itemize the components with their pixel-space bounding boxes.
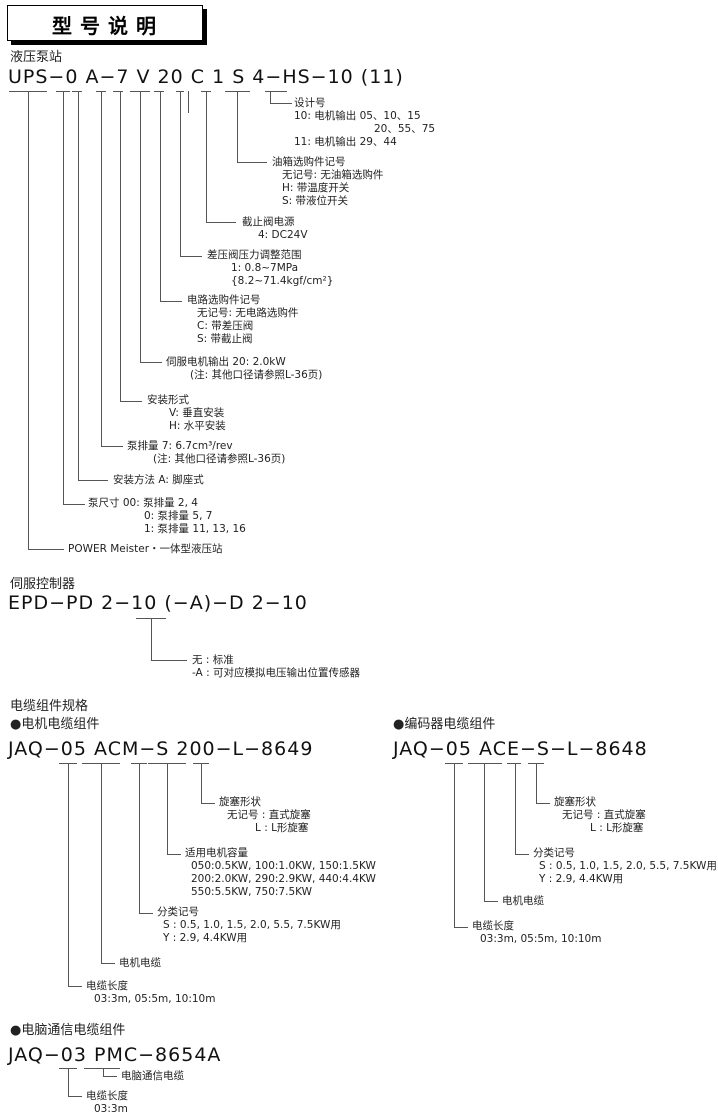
motor-cable-heading: ●电机电缆组件	[10, 717, 100, 732]
epd-section-title: 伺服控制器	[10, 577, 76, 592]
ups-mount-type-note: 安装形式 V: 垂直安装 H: 水平安装	[147, 394, 226, 432]
ups-section-title: 液压泵站	[10, 50, 63, 65]
encoder-cable-code: JAQ−05 ACE−S−L−8648	[393, 738, 648, 760]
epd-model-code: EPD−PD 2−10 (−A)−D 2−10	[8, 592, 308, 614]
cable-section-title: 电缆组件规格	[10, 699, 89, 714]
pc-cable-heading: ●电脑通信电缆组件	[10, 1023, 126, 1038]
motor-connector-note: 旋塞形状 无记号 : 直式旋塞 L : L形旋塞	[219, 796, 311, 834]
motor-cable-code: JAQ−05 ACM−S 200−L−8649	[8, 738, 314, 760]
page-title-box: 型号说明	[7, 5, 203, 41]
motor-class-note: 分类记号 S : 0.5, 1.0, 1.5, 2.0, 5.5, 7.5KW用…	[157, 906, 341, 944]
ups-mount-method-note: 安装方法 A: 脚座式	[113, 474, 204, 486]
ups-model-code: UPS−0 A−7 V 20 C 1 S 4−HS−10 (11)	[8, 66, 404, 88]
epd-option-note: 无 : 标准 -A : 可对应模拟电压输出位置传感器	[192, 654, 360, 679]
encoder-class-note: 分类记号 S : 0.5, 1.0, 1.5, 2.0, 5.5, 7.5KW用…	[533, 847, 717, 885]
ups-circuit-option-note: 电路选购件记号 无记号: 无电路选购件 C: 带差压阀 S: 带截止阀	[187, 294, 299, 345]
ups-product-name-note: POWER Meister・一体型液压站	[68, 543, 223, 555]
motor-capacity-note: 适用电机容量 050:0.5KW, 100:1.0KW, 150:1.5KW 2…	[185, 847, 376, 898]
ups-tank-option-note: 油箱选购件记号 无记号: 无油箱选购件 H: 带温度开关 S: 带液位开关	[272, 156, 384, 207]
ups-design-note: 设计号 10: 电机输出 05、10、15 20、55、75 11: 电机输出 …	[294, 97, 436, 148]
ups-valve-power-note: 截止阀电源 4: DC24V	[242, 216, 308, 241]
motor-cable-type-note: 电机电缆	[119, 957, 161, 969]
pc-length-note: 电缆长度 03:3m	[86, 1090, 128, 1115]
encoder-connector-note: 旋塞形状 无记号 : 直式旋塞 L : L形旋塞	[554, 796, 646, 834]
ups-displacement-note: 泵排量 7: 6.7cm³/rev (注: 其他口径请参照L-36页)	[127, 440, 286, 465]
encoder-length-note: 电缆长度 03:3m, 05:5m, 10:10m	[472, 920, 602, 945]
pc-cable-type-note: 电脑通信电缆	[121, 1070, 184, 1082]
encoder-cable-heading: ●编码器电缆组件	[393, 717, 496, 732]
ups-servo-output-note: 伺服电机输出 20: 2.0kW (注: 其他口径请参照L-36页)	[166, 356, 323, 381]
ups-relief-range-note: 差压阀压力调整范围 1: 0.8~7MPa {8.2~71.4kgf/cm²}	[207, 249, 334, 287]
ups-pump-size-note: 泵尺寸 00: 泵排量 2, 4 0: 泵排量 5, 7 1: 泵排量 11, …	[88, 497, 246, 535]
pc-cable-code: JAQ−03 PMC−8654A	[8, 1044, 222, 1066]
encoder-cable-type-note: 电机电缆	[502, 895, 544, 907]
page-title: 型号说明	[52, 14, 164, 38]
motor-length-note: 电缆长度 03:3m, 05:5m, 10:10m	[86, 980, 216, 1005]
